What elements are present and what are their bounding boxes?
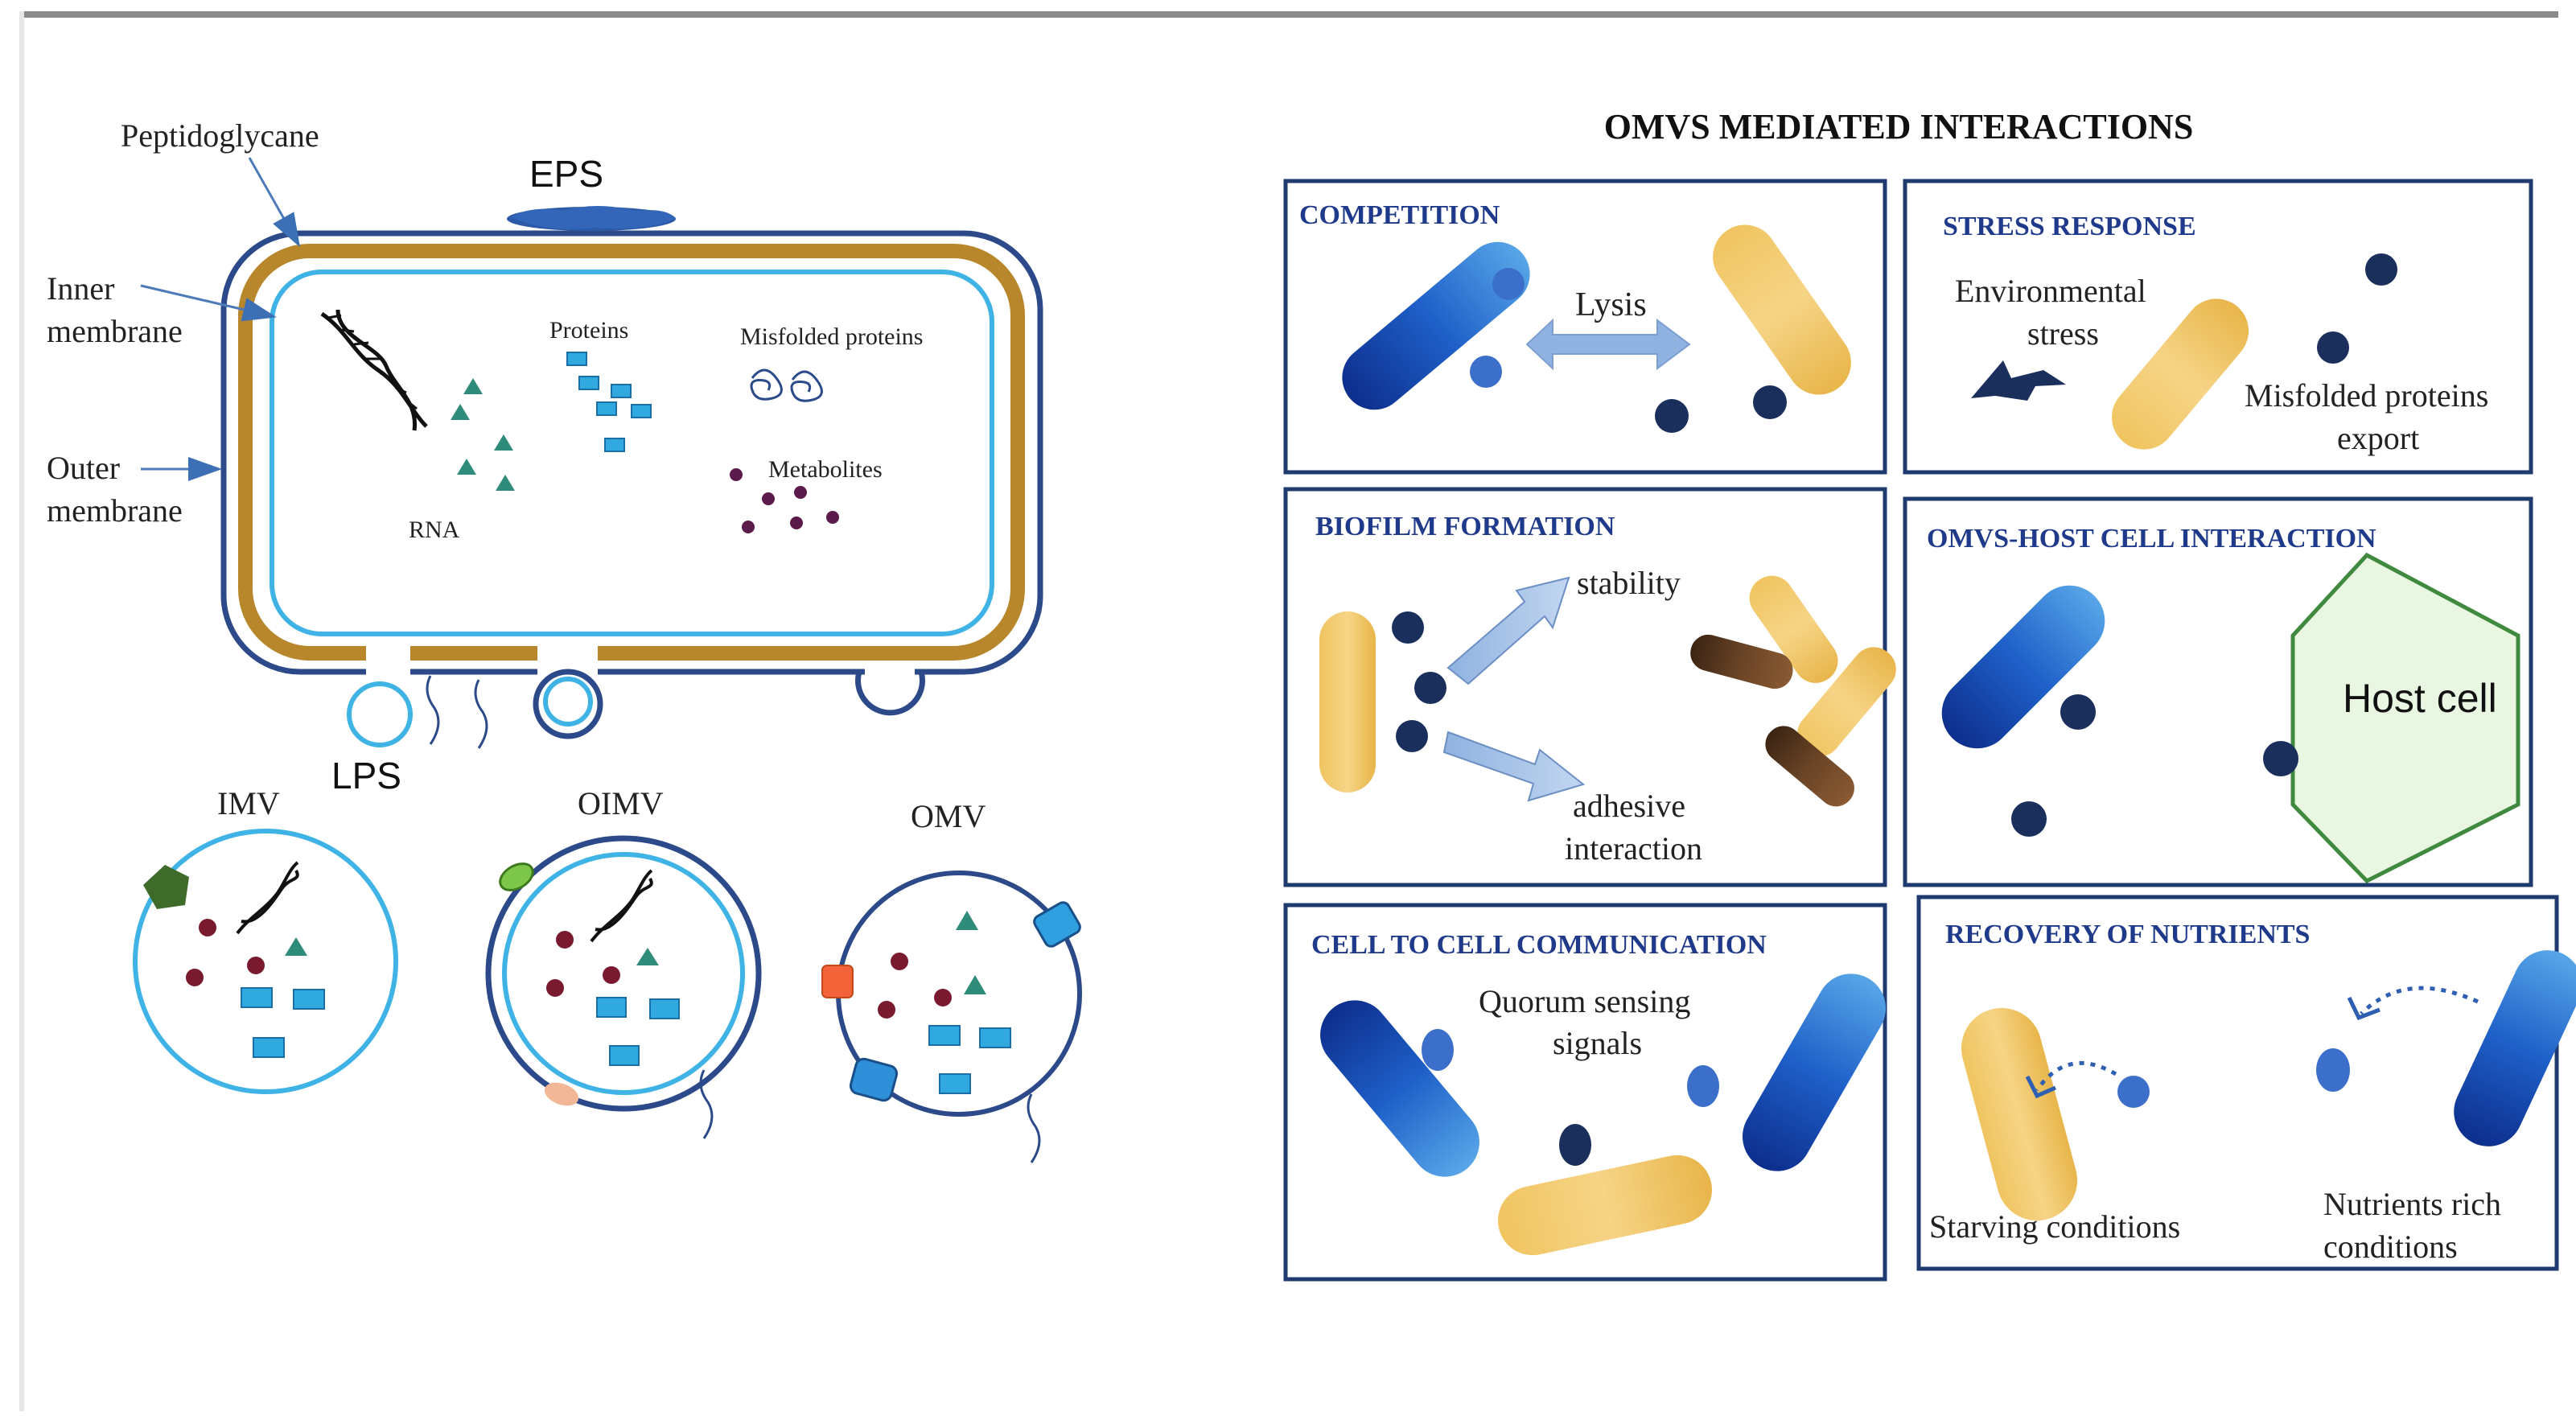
protein-squares xyxy=(566,352,652,452)
blue-bacterium xyxy=(1743,973,1886,1171)
blue-bacterium xyxy=(1941,585,2105,749)
misfolded-protein-icon xyxy=(750,368,823,402)
rna-triangles xyxy=(451,378,515,491)
inner-membrane xyxy=(270,270,994,636)
metabolite-dots xyxy=(730,468,839,533)
host-title: OMVS-HOST CELL INTERACTION xyxy=(1927,524,2376,554)
adhesive-label-1: adhesive xyxy=(1573,788,1685,824)
proteins-label: Proteins xyxy=(549,317,628,344)
quorum-label-2: signals xyxy=(1553,1025,1642,1061)
membrane-gap xyxy=(366,640,410,680)
outer-membrane-label-1: Outer xyxy=(47,450,120,486)
yellow-bacterium xyxy=(1961,1007,2077,1221)
misfolded-proteins-label: Misfolded proteins xyxy=(740,323,923,350)
inner-membrane-pointer xyxy=(140,284,277,322)
yellow-bacterium xyxy=(2112,298,2249,450)
yellow-bacterium xyxy=(1498,1155,1712,1256)
competition-box: COMPETITION Lysis xyxy=(1283,179,1887,475)
imv-dna-icon xyxy=(236,861,299,935)
imv-vesicle xyxy=(133,829,398,1094)
biofilm-box: BIOFILM FORMATION stability adhesive int… xyxy=(1283,487,1896,887)
top-border xyxy=(24,11,2558,18)
peptidoglycan-layer xyxy=(238,244,1025,661)
omv-vesicle xyxy=(821,871,1082,1163)
outer-membrane xyxy=(220,230,1043,675)
eps-label: EPS xyxy=(529,153,603,195)
membrane-gap xyxy=(865,661,915,677)
communication-box: CELL TO CELL COMMUNICATION Quorum sensin… xyxy=(1283,903,1887,1282)
imv-pentagon xyxy=(143,865,189,909)
nutrients-title: RECOVERY OF NUTRIENTS xyxy=(1945,920,2310,949)
blue-bacterium xyxy=(2454,950,2576,1146)
rich-label-2: conditions xyxy=(2323,1229,2458,1265)
lps-label: LPS xyxy=(331,755,401,796)
panel-title: OMVS MEDIATED INTERACTIONS xyxy=(1604,107,2194,146)
stress-response-box: STRESS RESPONSE Environmental stress Mis… xyxy=(1903,179,2533,475)
oimv-vesicle xyxy=(485,835,762,1139)
rna-label: RNA xyxy=(409,517,460,543)
env-stress-label-2: stress xyxy=(2027,315,2099,352)
quorum-label-1: Quorum sensing xyxy=(1479,983,1690,1019)
budding-omv xyxy=(855,671,925,716)
adhesive-label-2: interaction xyxy=(1565,830,1702,866)
communication-title: CELL TO CELL COMMUNICATION xyxy=(1311,930,1767,960)
starving-label: Starving conditions xyxy=(1929,1208,2180,1245)
peptidoglycane-pointer xyxy=(248,157,300,248)
lightning-icon xyxy=(1971,360,2066,401)
rich-label-1: Nutrients rich xyxy=(2323,1186,2501,1222)
stability-label: stability xyxy=(1577,565,1681,601)
budding-vesicles xyxy=(347,669,925,749)
lps-chain xyxy=(474,679,488,749)
bacterial-cell xyxy=(220,206,1043,680)
omv-label: OMV xyxy=(911,798,986,834)
nutrient-uptake-arrow xyxy=(2035,1060,2117,1092)
stability-arrow xyxy=(1446,576,1570,685)
adhesion-arrow xyxy=(1442,731,1586,802)
dna-helix-icon xyxy=(320,309,428,431)
nutrients-box: RECOVERY OF NUTRIENTS Starving condition… xyxy=(1916,895,2576,1271)
host-cell-label: Host cell xyxy=(2343,676,2497,721)
yellow-bacterium xyxy=(1319,611,1376,792)
outer-membrane-label-2: membrane xyxy=(47,492,183,529)
lysis-label: Lysis xyxy=(1575,286,1647,323)
env-stress-label-1: Environmental xyxy=(1955,273,2146,309)
oimv-dna-icon xyxy=(590,869,653,943)
eps-shape xyxy=(511,206,676,229)
left-border xyxy=(19,11,24,1411)
oimv-label: OIMV xyxy=(578,785,664,821)
imv-label: IMV xyxy=(217,785,280,821)
blue-bacterium xyxy=(1342,241,1530,410)
biofilm-title: BIOFILM FORMATION xyxy=(1315,512,1615,541)
lysis-arrow xyxy=(1525,318,1691,371)
metabolites-label: Metabolites xyxy=(768,456,883,483)
host-interaction-box: OMVS-HOST CELL INTERACTION Host cell xyxy=(1903,496,2533,887)
inner-membrane-label-1: Inner xyxy=(47,270,114,307)
competition-title: COMPETITION xyxy=(1299,200,1500,230)
yellow-bacterium xyxy=(1713,224,1851,395)
lps-chain xyxy=(426,675,440,745)
misfolded-export-label-2: export xyxy=(2337,420,2419,456)
budding-imv xyxy=(347,681,413,747)
misfolded-export-label-1: Misfolded proteins xyxy=(2245,377,2488,414)
peptidoglycane-label: Peptidoglycane xyxy=(121,117,319,154)
stress-title: STRESS RESPONSE xyxy=(1943,212,2196,241)
blue-bacterium xyxy=(1320,1000,1479,1177)
inner-membrane-label-2: membrane xyxy=(47,313,183,349)
host-cell-hexagon xyxy=(2290,552,2520,884)
